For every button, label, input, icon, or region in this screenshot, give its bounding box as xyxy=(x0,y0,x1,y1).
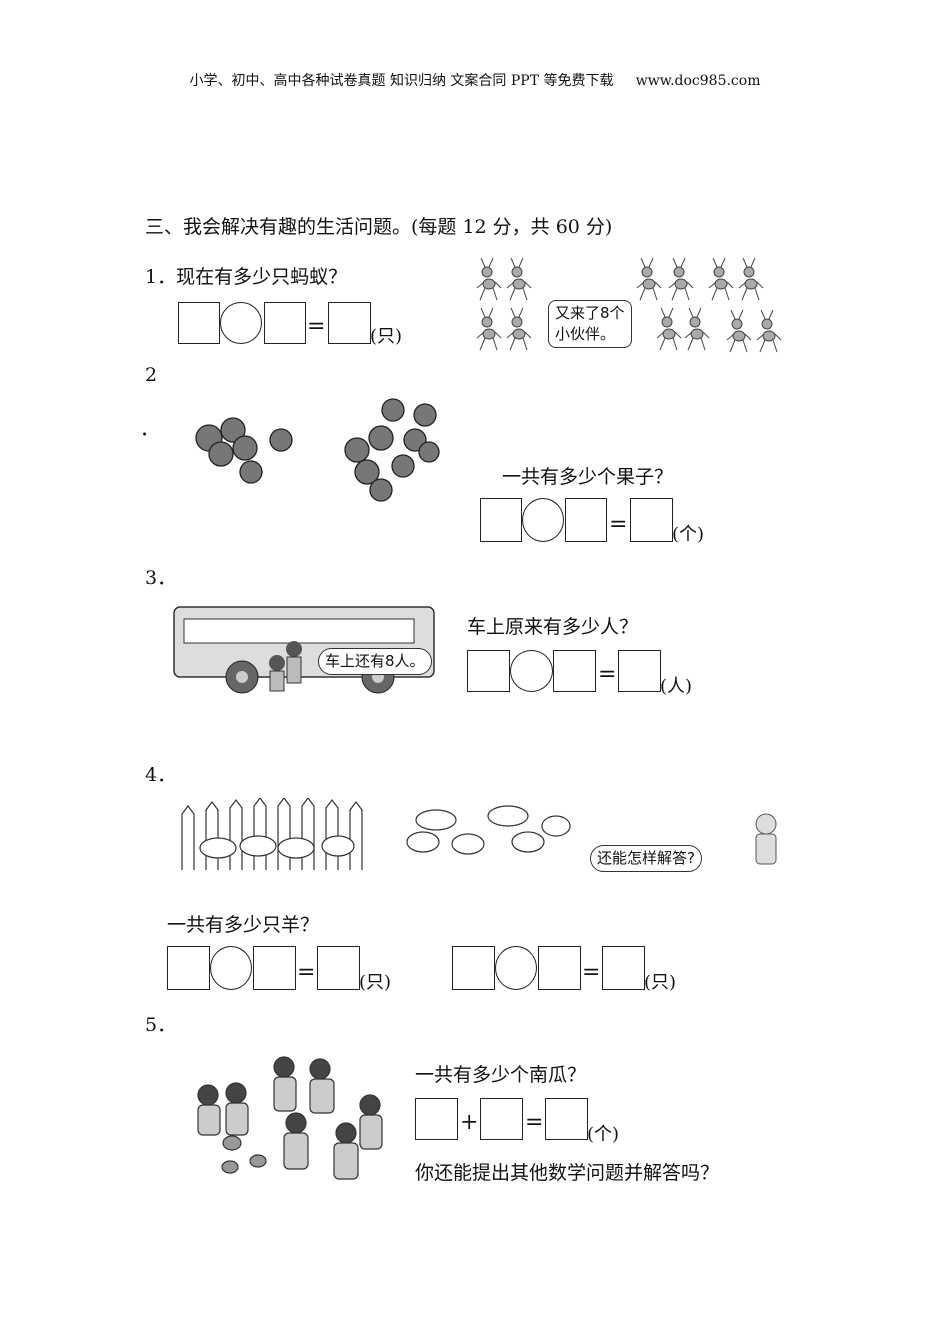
q4-question: 一共有多少只羊？ xyxy=(167,914,320,936)
operator-circle[interactable] xyxy=(220,302,262,344)
q5-question: 一共有多少个南瓜？ xyxy=(415,1064,587,1086)
bus-speech-bubble: 车上还有8人。 xyxy=(318,648,432,675)
unit-label: (只) xyxy=(370,326,403,347)
ants-illustration xyxy=(476,258,782,353)
operator-circle[interactable] xyxy=(495,946,537,990)
bubble-line: 小伙伴。 xyxy=(555,325,616,343)
unit-label: (个) xyxy=(672,524,705,545)
q5-number: 5． xyxy=(145,1014,177,1036)
answer-box[interactable] xyxy=(264,302,306,344)
answer-box[interactable] xyxy=(480,1098,523,1140)
answer-box[interactable] xyxy=(178,302,220,344)
header-text: 小学、初中、高中各种试卷真题 知识归纳 文案合同 PPT 等免费下载 xyxy=(189,73,614,89)
unit-label: (个) xyxy=(587,1124,620,1145)
q2-dot: ． xyxy=(140,418,160,440)
equals-sign: = xyxy=(307,314,326,339)
hint-speech-bubble: 还能怎样解答? xyxy=(590,845,702,872)
q4-number: 4． xyxy=(145,764,177,786)
answer-box[interactable] xyxy=(452,946,495,990)
answer-box[interactable] xyxy=(565,498,607,542)
page-header: 小学、初中、高中各种试卷真题 知识归纳 文案合同 PPT 等免费下载 www.d… xyxy=(0,70,950,90)
equals-sign: = xyxy=(297,960,316,985)
q2-question: 一共有多少个果子？ xyxy=(502,466,674,488)
answer-box[interactable] xyxy=(618,650,661,692)
header-url: www.doc985.com xyxy=(635,73,761,89)
operator-circle[interactable] xyxy=(510,650,553,692)
fruits-illustration xyxy=(195,398,440,502)
unit-label: (只) xyxy=(644,972,677,993)
q3-number: 3． xyxy=(145,567,177,589)
ants-speech-bubble: 又来了8个小伙伴。 xyxy=(548,300,632,348)
answer-box[interactable] xyxy=(467,650,510,692)
answer-box[interactable] xyxy=(630,498,673,542)
answer-box[interactable] xyxy=(328,302,371,344)
equals-sign: = xyxy=(598,662,617,687)
q5-followup: 你还能提出其他数学问题并解答吗？ xyxy=(415,1162,720,1184)
answer-box[interactable] xyxy=(167,946,210,990)
q3-question: 车上原来有多少人？ xyxy=(467,616,639,638)
answer-box[interactable] xyxy=(545,1098,588,1140)
plus-sign: + xyxy=(460,1110,479,1135)
equals-sign: = xyxy=(582,960,601,985)
q2-number: 2 xyxy=(145,364,158,386)
answer-box[interactable] xyxy=(538,946,581,990)
answer-box[interactable] xyxy=(317,946,360,990)
operator-circle[interactable] xyxy=(210,946,252,990)
answer-box[interactable] xyxy=(415,1098,458,1140)
answer-box[interactable] xyxy=(553,650,596,692)
sheep-illustration xyxy=(181,798,777,870)
equals-sign: = xyxy=(525,1110,544,1135)
answer-box[interactable] xyxy=(480,498,522,542)
answer-box[interactable] xyxy=(253,946,296,990)
children-pumpkins-illustration xyxy=(197,1056,383,1180)
equals-sign: = xyxy=(609,512,628,537)
section-title: 三、我会解决有趣的生活问题。(每题 12 分，共 60 分) xyxy=(145,216,613,238)
bubble-line: 又来了8个 xyxy=(555,304,625,322)
operator-circle[interactable] xyxy=(522,498,564,542)
answer-box[interactable] xyxy=(602,946,645,990)
unit-label: (人) xyxy=(660,676,693,697)
q1-label: 1．现在有多少只蚂蚁？ xyxy=(145,266,348,288)
unit-label: (只) xyxy=(359,972,392,993)
